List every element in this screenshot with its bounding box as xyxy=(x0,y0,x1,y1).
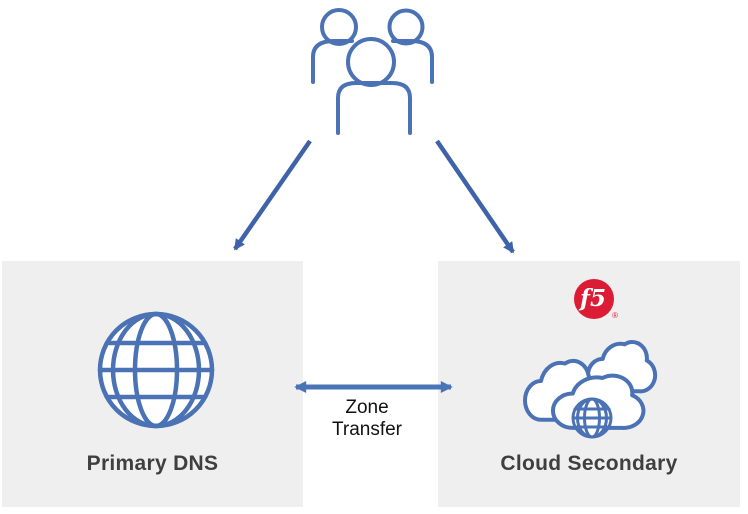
f5-registered-mark: ® xyxy=(612,311,618,320)
primary-dns-label: Primary DNS xyxy=(86,452,219,475)
arrow-users-to-secondary xyxy=(435,139,515,254)
cloud-secondary-label: Cloud Secondary xyxy=(500,452,678,475)
zone-transfer-label: Zone Transfer xyxy=(331,397,403,440)
f5-logo: f5 ® xyxy=(574,279,618,320)
arrow-users-to-primary xyxy=(233,139,312,251)
users-group-icon xyxy=(311,8,434,135)
f5-logo-text: f5 xyxy=(580,284,606,312)
